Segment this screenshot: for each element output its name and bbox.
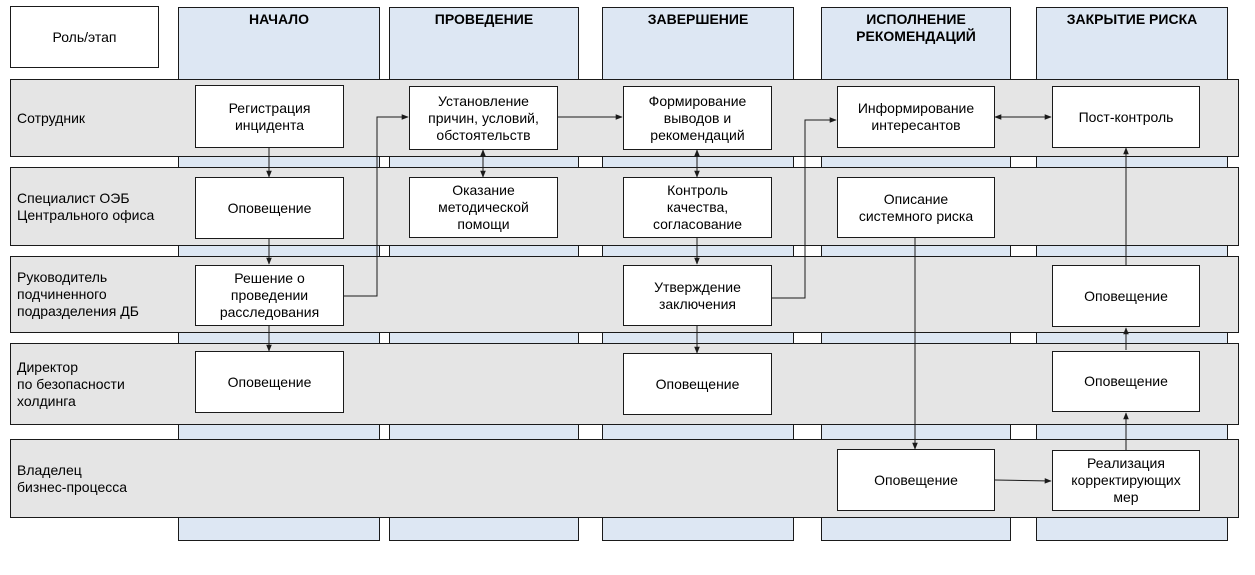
stage-header-finish: ЗАВЕРШЕНИЕ — [647, 11, 749, 27]
box-inform-stakeholders: Информирование интересантов — [837, 86, 995, 148]
stage-header-close: ЗАКРЫТИЕ РИСКА — [1066, 11, 1198, 27]
box-establish: Установление причин, условий, обстоятель… — [409, 86, 558, 150]
box-quality: Контроль качества, согласование — [623, 177, 772, 238]
box-registration: Регистрация инцидента — [195, 85, 344, 148]
role-label-employee: Сотрудник — [17, 109, 86, 126]
box-conclusions: Формирование выводов и рекомендаций — [623, 86, 772, 150]
box-decision: Решение о проведении расследования — [195, 265, 344, 326]
arrow-owner-to-corrective — [994, 478, 1052, 484]
box-notify-oeb: Оповещение — [195, 177, 344, 239]
box-approve: Утверждение заключения — [623, 265, 772, 326]
box-systemic-risk: Описание системного риска — [837, 177, 995, 238]
box-corrective: Реализация корректирующих мер — [1052, 450, 1200, 511]
role-stage-corner: Роль/этап — [10, 6, 159, 68]
arrow-approve-to-inform — [772, 117, 837, 299]
role-label-subdivision-head: Руководитель подчиненного подразделения … — [17, 269, 139, 319]
stage-header-conduct: ПРОВЕДЕНИЕ — [434, 11, 534, 27]
box-notify-director-finish: Оповещение — [623, 353, 772, 415]
box-notify-director-close: Оповещение — [1052, 351, 1200, 412]
lane-process-owner — [10, 439, 1239, 518]
box-notify-owner-exec: Оповещение — [837, 449, 995, 511]
stage-header-start: НАЧАЛО — [249, 11, 309, 27]
arrow-decision-to-establish — [343, 114, 409, 297]
box-notify-head-close: Оповещение — [1052, 265, 1200, 327]
stage-header-exec: ИСПОЛНЕНИЕ РЕКОМЕНДАЦИЙ — [856, 11, 976, 44]
role-label-security-director: Директор по безопасности холдинга — [17, 358, 125, 409]
box-post-control: Пост-контроль — [1052, 86, 1200, 148]
box-notify-director-start: Оповещение — [195, 351, 344, 413]
role-label-process-owner: Владелец бизнес-процесса — [17, 461, 128, 495]
box-method-help: Оказание методической помощи — [409, 177, 558, 238]
role-label-oeb-specialist: Специалист ОЭБ Центрального офиса — [17, 189, 155, 223]
